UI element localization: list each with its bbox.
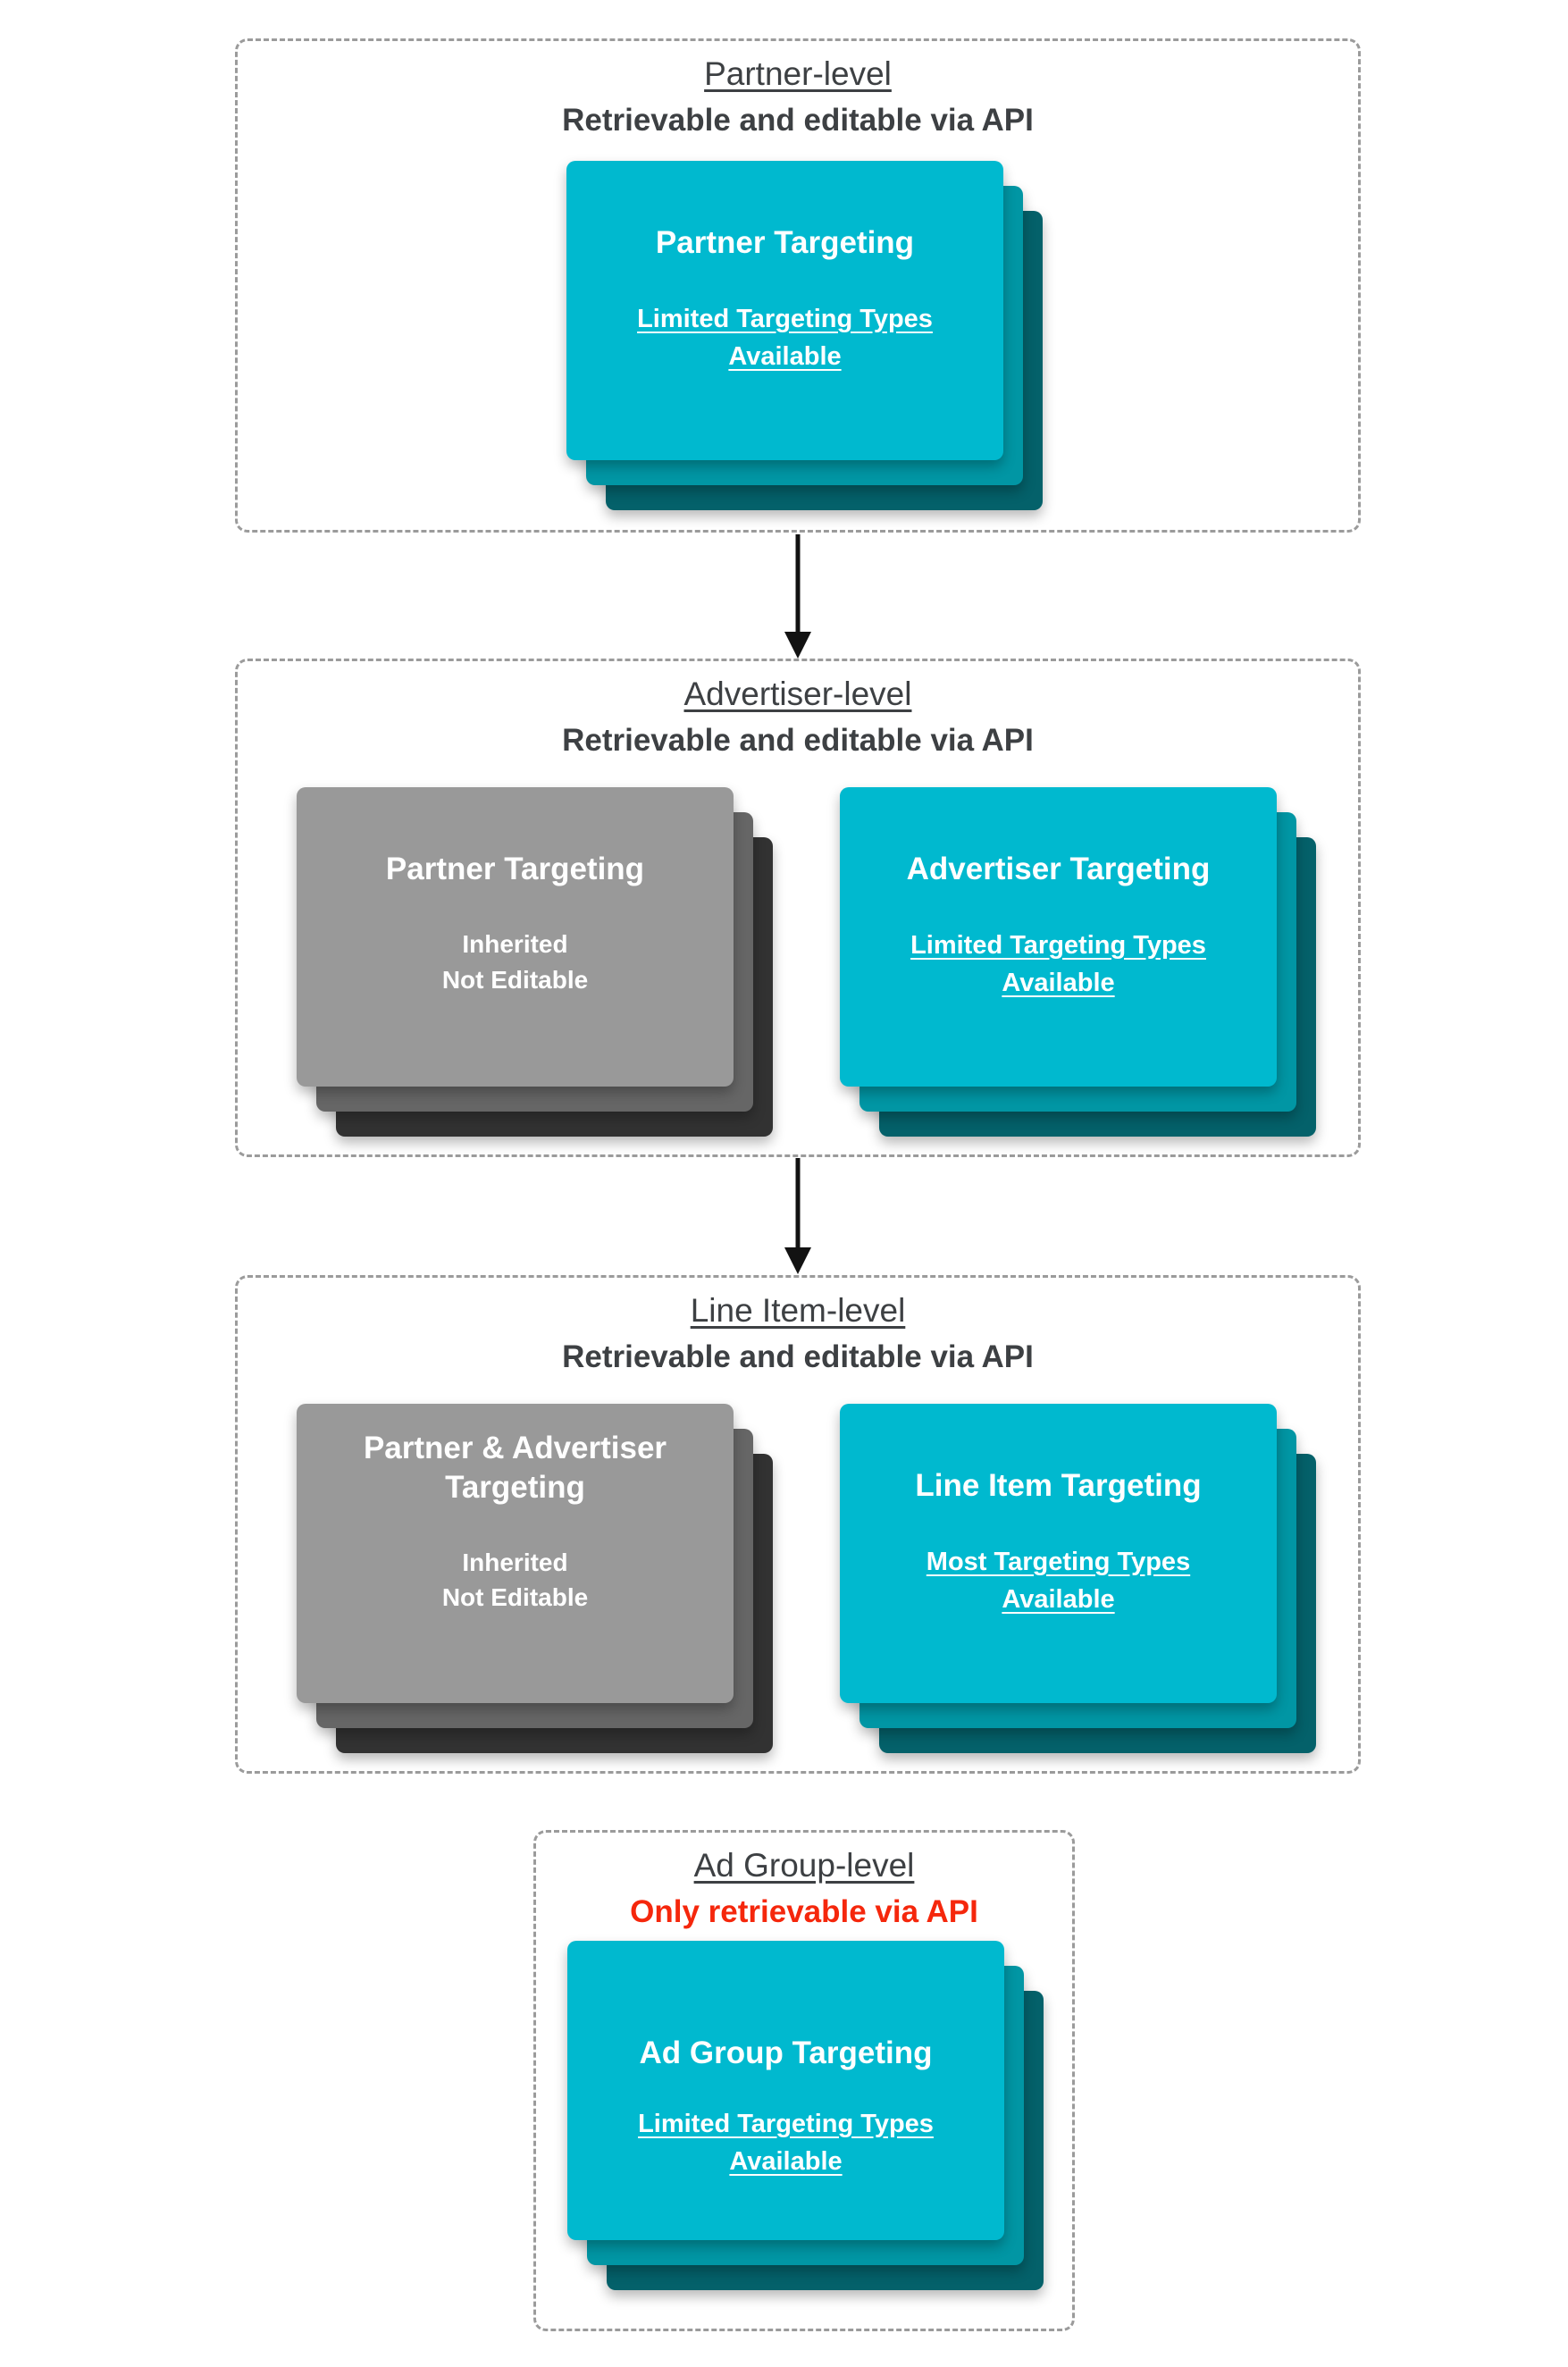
card-title: Line Item Targeting — [915, 1468, 1202, 1503]
down-arrow-icon — [780, 1158, 816, 1274]
panel-ad-group-header: Ad Group-level Only retrievable via API — [536, 1833, 1072, 1932]
panel-line-item-header: Line Item-level Retrievable and editable… — [238, 1278, 1358, 1377]
card-status-lines: Inherited Not Editable — [442, 1545, 588, 1616]
card-ad-group-targeting: Ad Group Targeting Limited Targeting Typ… — [567, 1941, 1004, 2240]
card-stack-ad-group-targeting: Ad Group Targeting Limited Targeting Typ… — [567, 1941, 1044, 2290]
card-stack-line-item-targeting: Line Item Targeting Most Targeting Types… — [840, 1404, 1316, 1753]
card-title: Partner Targeting — [655, 225, 915, 260]
card-status-lines: Inherited Not Editable — [442, 927, 588, 998]
card-stack-partner-targeting: Partner Targeting Limited Targeting Type… — [566, 161, 1043, 510]
card-status-line: Inherited — [462, 1548, 568, 1576]
panel-subtitle-line-item-level: Retrievable and editable via API — [562, 1339, 1034, 1375]
card-advertiser-targeting: Advertiser Targeting Limited Targeting T… — [840, 787, 1277, 1087]
card-stack-advertiser-targeting: Advertiser Targeting Limited Targeting T… — [840, 787, 1316, 1137]
card-title: Partner & Advertiser Targeting — [363, 1431, 667, 1505]
card-status-line: Inherited — [462, 929, 568, 958]
arrow-shaft — [795, 1158, 801, 1247]
card-stack-inherited-partner-advertiser-targeting: Partner & Advertiser Targeting Inherited… — [297, 1404, 773, 1753]
panel-subtitle-partner-level: Retrievable and editable via API — [562, 103, 1034, 138]
card-status-line: Not Editable — [441, 965, 589, 994]
arrow-head — [784, 1247, 811, 1274]
card-subtitle: Limited Targeting Types Available — [638, 2109, 934, 2176]
card-partner-targeting: Partner Targeting Limited Targeting Type… — [566, 161, 1003, 460]
card-stack-inherited-partner-targeting: Partner Targeting Inherited Not Editable — [297, 787, 773, 1137]
card-title: Advertiser Targeting — [906, 852, 1211, 886]
card-subtitle: Limited Targeting Types Available — [910, 930, 1206, 997]
card-title: Partner Targeting — [385, 852, 645, 886]
panel-title-advertiser-level: Advertiser-level — [683, 676, 912, 712]
down-arrow-icon — [780, 534, 816, 659]
card-subtitle: Limited Targeting Types Available — [637, 304, 933, 371]
card-status-line: Not Editable — [441, 1583, 589, 1612]
card-line-item-targeting: Line Item Targeting Most Targeting Types… — [840, 1404, 1277, 1703]
panel-subtitle-advertiser-level: Retrievable and editable via API — [562, 723, 1034, 759]
arrow-head — [784, 632, 811, 659]
card-subtitle: Most Targeting Types Available — [926, 1547, 1191, 1614]
card-title: Ad Group Targeting — [639, 2035, 933, 2070]
panel-title-partner-level: Partner-level — [704, 55, 892, 92]
panel-advertiser-header: Advertiser-level Retrievable and editabl… — [238, 661, 1358, 760]
card-inherited-partner-advertiser-targeting: Partner & Advertiser Targeting Inherited… — [297, 1404, 734, 1703]
panel-title-line-item-level: Line Item-level — [690, 1292, 906, 1329]
panel-partner-header: Partner-level Retrievable and editable v… — [238, 41, 1358, 140]
panel-subtitle-ad-group-level: Only retrievable via API — [630, 1894, 978, 1930]
card-inherited-partner-targeting: Partner Targeting Inherited Not Editable — [297, 787, 734, 1087]
panel-title-ad-group-level: Ad Group-level — [693, 1847, 915, 1884]
arrow-shaft — [795, 534, 801, 632]
